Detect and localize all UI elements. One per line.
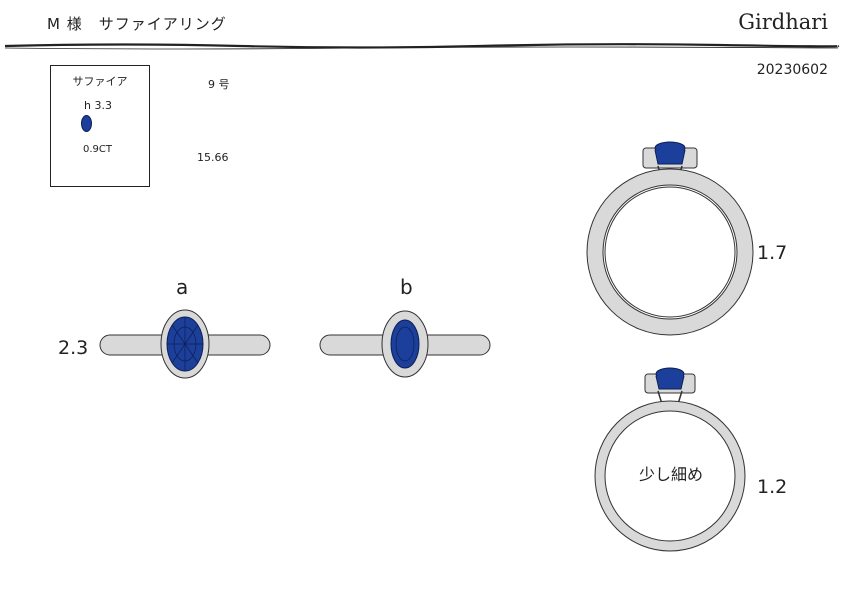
page-title: M 様 サファイアリング xyxy=(47,15,227,33)
date-label: 20230602 xyxy=(756,62,828,78)
stone-carat: 0.9CT xyxy=(83,144,112,155)
header-rule xyxy=(4,43,840,50)
band-width-label: 2.3 xyxy=(58,337,89,359)
ring-weight: 15.66 xyxy=(197,151,229,164)
view-label-a: a xyxy=(176,275,189,299)
ring-side-view-upper xyxy=(586,141,754,336)
brand-logo: Girdhari xyxy=(738,10,828,34)
lower-thickness-label: 1.2 xyxy=(757,476,788,498)
lower-ring-note: 少し細め xyxy=(639,465,704,484)
stone-name: サファイア xyxy=(72,75,128,88)
view-label-b: b xyxy=(400,275,413,299)
stone-height: h 3.3 xyxy=(84,99,112,112)
ring-size: 9 号 xyxy=(208,78,230,91)
sapphire-icon xyxy=(81,115,92,132)
stone-spec-box: サファイア h 3.3 0.9CT xyxy=(50,65,150,187)
ring-top-view-a xyxy=(99,309,271,379)
ring-top-view-b xyxy=(319,310,491,378)
upper-thickness-label: 1.7 xyxy=(757,242,788,264)
ring-side-view-lower xyxy=(594,367,746,552)
